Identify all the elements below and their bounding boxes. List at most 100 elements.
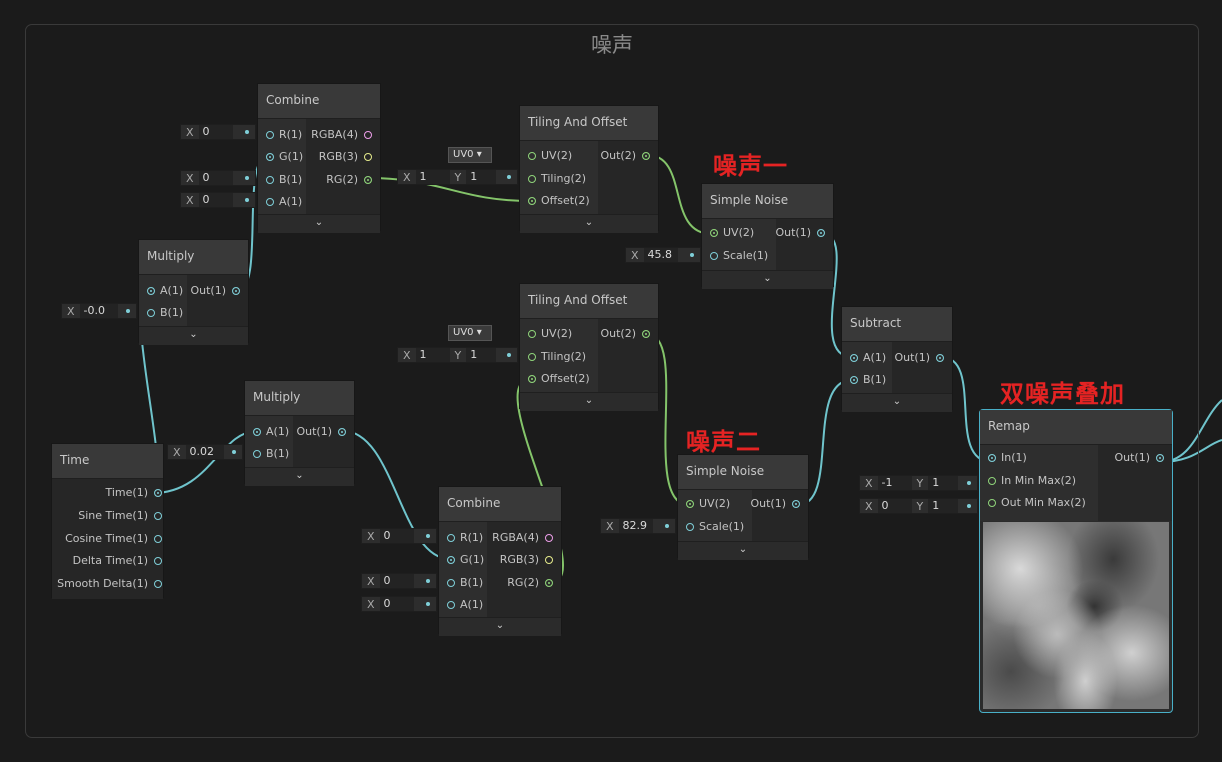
collapse-chevron-icon[interactable]: ⌄ [245,467,354,486]
port-out[interactable]: Out(1) [296,421,346,443]
port-rgb-out[interactable]: RGB(3) [500,549,553,571]
port-rgba-out[interactable]: RGBA(4) [492,527,553,549]
port-b-in[interactable]: B(1) [253,443,289,465]
port-b-in[interactable]: B(1) [147,302,183,324]
port-r-in[interactable]: R(1) [266,124,302,146]
node-combine-top[interactable]: Combine R(1) G(1) B(1) A(1) RGBA(4) RGB(… [257,83,381,233]
annotation-noise-one: 噪声一 [713,152,788,180]
port-uv-in[interactable]: UV(2) [686,493,730,515]
node-group-noise[interactable]: 噪声 [25,24,1199,738]
port-tiling-in[interactable]: Tiling(2) [528,346,586,368]
port-sine-time-out[interactable]: Sine Time(1) [78,505,162,527]
node-remap[interactable]: Remap In(1) In Min Max(2) Out Min Max(2)… [979,409,1173,713]
port-out[interactable]: Out(1) [775,222,825,244]
port-delta-time-out[interactable]: Delta Time(1) [73,550,162,572]
port-dot-icon [710,229,718,237]
node-time[interactable]: Time [51,443,164,599]
port-uv-in[interactable]: UV(2) [528,145,572,167]
node-multiply-bottom[interactable]: Multiply A(1) B(1) Out(1) ⌄ [244,380,355,486]
port-dot-icon [528,330,536,338]
port-in-min-max[interactable]: In Min Max(2) [988,470,1076,492]
port-scale-in[interactable]: Scale(1) [686,516,744,538]
collapse-chevron-icon[interactable]: ⌄ [702,270,833,289]
port-out[interactable]: Out(2) [600,323,650,345]
port-rg-out[interactable]: RG(2) [507,572,553,594]
port-out[interactable]: Out(1) [750,493,800,515]
port-dot-icon [253,450,261,458]
port-dot-icon [988,477,996,485]
port-a-in[interactable]: A(1) [147,280,183,302]
port-dot-icon [936,354,944,362]
port-out[interactable]: Out(1) [894,347,944,369]
node-combine-bottom[interactable]: Combine R(1) G(1) B(1) A(1) RGBA(4) RGB(… [438,486,562,636]
port-in[interactable]: In(1) [988,447,1027,469]
port-offset-in[interactable]: Offset(2) [528,190,590,212]
port-cosine-time-out[interactable]: Cosine Time(1) [65,528,162,550]
port-out-min-max[interactable]: Out Min Max(2) [988,492,1086,514]
node-tiling-offset-top[interactable]: Tiling And Offset UV(2) Tiling(2) Offset… [519,105,659,233]
port-rgba-out[interactable]: RGBA(4) [311,124,372,146]
noise-preview-image [983,522,1169,709]
collapse-chevron-icon[interactable]: ⌄ [439,617,561,636]
port-b-in[interactable]: B(1) [266,169,302,191]
port-uv-in[interactable]: UV(2) [710,222,754,244]
node-simple-noise-1[interactable]: Simple Noise UV(2) Scale(1) Out(1) ⌄ [701,183,834,289]
port-b-in[interactable]: B(1) [447,572,483,594]
collapse-chevron-icon[interactable]: ⌄ [258,214,380,233]
uv-channel-dropdown[interactable]: UV0 ▾ [448,147,492,163]
port-scale-in[interactable]: Scale(1) [710,245,768,267]
connector-knob-icon [967,504,971,508]
collapse-chevron-icon[interactable]: ⌄ [842,393,952,412]
node-tiling-offset-bottom[interactable]: Tiling And Offset UV(2) Tiling(2) Offset… [519,283,659,411]
port-uv-in[interactable]: UV(2) [528,323,572,345]
port-rg-out[interactable]: RG(2) [326,169,372,191]
port-a-in[interactable]: A(1) [253,421,289,443]
connector-knob-icon [245,176,249,180]
port-a-in[interactable]: A(1) [850,347,886,369]
port-dot-icon [545,534,553,542]
collapse-chevron-icon[interactable]: ⌄ [520,214,658,233]
port-dot-icon [792,500,800,508]
port-dot-icon [266,131,274,139]
node-subtract[interactable]: Subtract A(1) B(1) Out(1) ⌄ [841,306,953,412]
port-g-in[interactable]: G(1) [266,146,303,168]
connector-knob-icon [232,450,236,454]
node-simple-noise-2[interactable]: Simple Noise UV(2) Scale(1) Out(1) ⌄ [677,454,809,560]
port-r-in[interactable]: R(1) [447,527,483,549]
port-dot-icon [266,176,274,184]
port-dot-icon [364,176,372,184]
uv-channel-dropdown[interactable]: UV0 ▾ [448,325,492,341]
collapse-chevron-icon[interactable]: ⌄ [520,392,658,411]
port-a-in[interactable]: A(1) [266,191,302,213]
port-offset-in[interactable]: Offset(2) [528,368,590,390]
port-a-in[interactable]: A(1) [447,594,483,616]
port-out[interactable]: Out(2) [600,145,650,167]
multiply-top-b-field[interactable]: X-0.0 [61,303,137,319]
port-dot-icon [364,153,372,161]
port-out[interactable]: Out(1) [1114,447,1164,469]
collapse-chevron-icon[interactable]: ⌄ [139,326,248,345]
port-tiling-in[interactable]: Tiling(2) [528,168,586,190]
collapse-chevron-icon[interactable]: ⌄ [678,541,808,560]
group-title[interactable]: 噪声 [591,33,633,57]
port-b-in[interactable]: B(1) [850,369,886,391]
port-time-out[interactable]: Time(1) [105,482,162,504]
node-multiply-top[interactable]: Multiply A(1) B(1) Out(1) ⌄ [138,239,249,345]
port-rgb-out[interactable]: RGB(3) [319,146,372,168]
port-g-in[interactable]: G(1) [447,549,484,571]
port-out[interactable]: Out(1) [190,280,240,302]
port-smooth-delta-out[interactable]: Smooth Delta(1) [57,573,162,595]
